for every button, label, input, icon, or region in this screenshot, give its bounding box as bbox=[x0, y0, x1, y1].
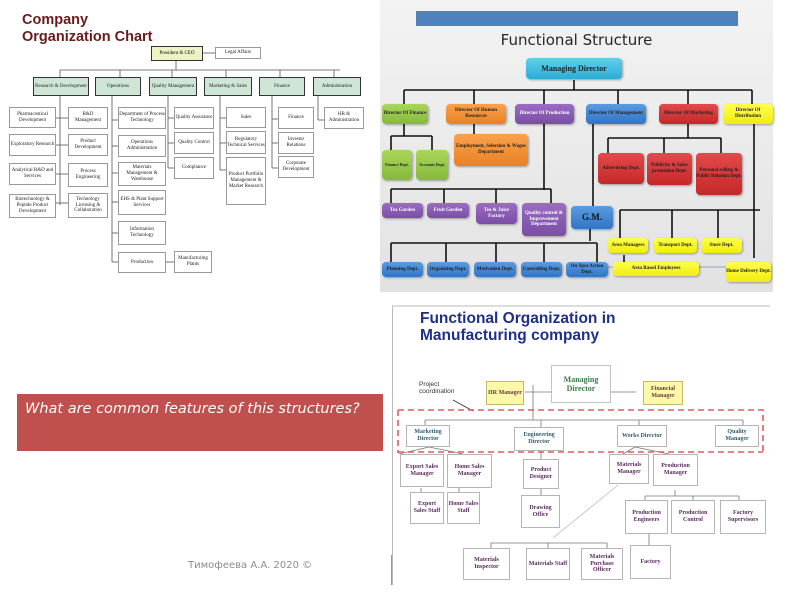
node-employment-department: Employment, Selection & Wages Department bbox=[454, 134, 528, 166]
node-factory-supervisors: Factory Supervisors bbox=[720, 500, 766, 534]
title-accent-bar bbox=[416, 11, 738, 26]
node-marketing-director: Marketing Director bbox=[406, 425, 450, 447]
node-personal-selling-dept: Personal selling & Public Relation Dept. bbox=[696, 153, 742, 195]
node-president-ceo: President & CEO bbox=[151, 46, 203, 61]
node-director-production: Director Of Production bbox=[515, 104, 574, 124]
company-chart-title: Company Organization Chart bbox=[22, 12, 153, 45]
project-coordination-note: Project coordination bbox=[419, 381, 455, 396]
node-materials-inspector: Materials Inspector bbox=[463, 548, 510, 580]
node-managing-director: Managing Director bbox=[551, 365, 611, 403]
node-fruit-garden: Fruit Garden bbox=[427, 203, 469, 218]
node-analytical-rd: Analytical R&D and Services bbox=[9, 163, 56, 185]
node-gm: G.M. bbox=[571, 206, 613, 229]
node-information-technology: Information Technology bbox=[118, 221, 166, 245]
node-regulatory-technical: Regulatory Technical Services bbox=[226, 131, 266, 154]
node-motivation-dept: Motivation Dept. bbox=[474, 262, 516, 277]
node-works-director: Works Director bbox=[617, 425, 667, 447]
node-materials-purchase-officer: Materials Purchase Officer bbox=[581, 548, 623, 580]
question-text: What are common features of this structu… bbox=[25, 401, 360, 417]
footer-copyright: Тимофеева А.А. 2020 © bbox=[188, 560, 313, 571]
node-director-management: Director Of Management bbox=[586, 104, 646, 124]
node-director-marketing: Director Of Marketing bbox=[659, 104, 718, 124]
node-sales: Sales bbox=[226, 107, 266, 128]
node-area-based-employees: Area Based Employees bbox=[613, 262, 699, 276]
node-home-delivery-dept: Home Delivery Dept. bbox=[726, 262, 771, 282]
functional-structure-image: Functional Structure bbox=[380, 0, 773, 292]
node-area-managers: Area Managers bbox=[608, 238, 648, 253]
dept-marketing-sales: Marketing & Sales bbox=[204, 77, 252, 96]
node-technology-licensing: Technology Licensing & Collaboration bbox=[68, 193, 108, 218]
node-corporate-development: Corporate Development bbox=[278, 156, 314, 178]
node-ehs-plant-support: EHS & Plant Support Services bbox=[118, 190, 166, 215]
dept-quality-management: Quality Management bbox=[149, 77, 197, 96]
functional-organization-title: Functional Organization in Manufacturing… bbox=[420, 310, 616, 345]
node-biotechnology: Biotechnology & Peptide Product Developm… bbox=[9, 194, 56, 218]
node-export-sales-manager: Export Sales Manager bbox=[400, 454, 444, 487]
node-tea-garden: Tea Garden bbox=[382, 203, 423, 218]
node-planning-dept: Planning Dept. bbox=[382, 262, 423, 277]
footer-divider bbox=[391, 555, 392, 585]
node-materials-management: Materials Management & Warehouse bbox=[118, 162, 166, 186]
node-advertising-dept: Advertising Dept. bbox=[598, 153, 644, 184]
node-tea-juice-factory: Tea & Juice Factory bbox=[476, 203, 517, 224]
node-director-distribution: Director Of Distribution bbox=[723, 104, 773, 124]
node-investor-relations: Investor Relations bbox=[278, 132, 314, 154]
functional-structure-title: Functional Structure bbox=[500, 31, 653, 49]
functional-structure-connectors bbox=[390, 80, 760, 268]
node-quality-assurance: Quality Assurance bbox=[174, 107, 214, 129]
node-pharmaceutical-development: Pharmaceutical Development bbox=[9, 107, 56, 128]
node-export-sales-staff: Export Sales Staff bbox=[410, 492, 444, 524]
node-finance-dept: Finance Dept. bbox=[382, 150, 412, 180]
node-process-engineering: Process Engineering bbox=[68, 163, 108, 187]
node-operations-administration: Operations Administration bbox=[118, 135, 166, 157]
dept-operations: Operations bbox=[95, 77, 141, 96]
node-home-sales-staff: Home Sales Staff bbox=[447, 492, 480, 524]
node-controlling-dept: Controlling Dept. bbox=[521, 262, 562, 277]
node-product-designer: Product Designer bbox=[523, 459, 559, 489]
functional-organization-image: Functional Organization in Manufacturing… bbox=[392, 305, 770, 585]
node-transport-dept: Transport Dept. bbox=[654, 238, 697, 253]
node-production-manager: Production Manager bbox=[653, 454, 698, 486]
dept-finance: Finance bbox=[259, 77, 305, 96]
node-managing-director: Managing Director bbox=[526, 58, 622, 79]
question-banner: What are common features of this structu… bbox=[17, 394, 383, 451]
node-compliance: Compliance bbox=[174, 157, 214, 179]
node-accounts-dept: Accounts Dept. bbox=[416, 150, 448, 180]
node-production: Production bbox=[118, 252, 166, 273]
node-quality-manager: Quality Manager bbox=[715, 425, 759, 447]
node-materials-manager: Materials Manager bbox=[609, 454, 649, 484]
node-finance: Finance bbox=[278, 107, 314, 129]
node-store-dept: Store Dept. bbox=[701, 238, 742, 253]
node-quality-control: Quality Control bbox=[174, 132, 214, 154]
company-chart-connectors bbox=[56, 52, 340, 263]
node-product-portfolio: Product Portfolio Management & Market Re… bbox=[226, 157, 266, 205]
node-hr-manager: HR Manager bbox=[486, 381, 524, 405]
node-engineering-director: Engineering Director bbox=[514, 427, 564, 451]
node-legal-affairs: Legal Affairs bbox=[215, 47, 261, 59]
node-drawing-office: Drawing Office bbox=[521, 495, 560, 528]
node-organizing-dept: Organizing Dept. bbox=[427, 262, 469, 277]
node-director-hr: Director Of Human Resources bbox=[446, 104, 506, 124]
node-director-finance: Director Of Finance bbox=[382, 104, 428, 124]
node-hr-administration: HR & Administration bbox=[324, 107, 364, 129]
node-process-technology: Department of Process Technology bbox=[118, 107, 166, 129]
node-production-engineers: Production Engineers bbox=[625, 500, 668, 534]
dept-administration: Administration bbox=[313, 77, 361, 96]
node-rd-management: R&D Management bbox=[68, 107, 108, 129]
functional-organization-connectors bbox=[397, 385, 764, 548]
company-org-chart-image: Company Organization Chart President & C… bbox=[0, 0, 380, 280]
node-manufacturing-plants: Manufacturing Plants bbox=[174, 251, 212, 273]
node-home-sales-manager: Home Sales Manager bbox=[447, 454, 492, 488]
node-product-development: Product Development bbox=[68, 134, 108, 156]
node-exploratory-research: Exploratory Research bbox=[9, 134, 56, 156]
node-publicity-sales-dept: Publicity & Sales promotion Dept. bbox=[647, 153, 692, 185]
node-materials-staff: Materials Staff bbox=[526, 548, 570, 580]
node-quality-control-dept: Quality control & Improvement Department bbox=[522, 203, 566, 236]
dept-research-development: Research & Development bbox=[33, 77, 89, 96]
node-financial-manager: Financial Manager bbox=[643, 381, 683, 405]
node-factory: Factory bbox=[630, 545, 671, 579]
node-on-spot-action-dept: On Spot Action Dept. bbox=[566, 262, 608, 277]
node-production-control: Production Control bbox=[671, 500, 715, 534]
